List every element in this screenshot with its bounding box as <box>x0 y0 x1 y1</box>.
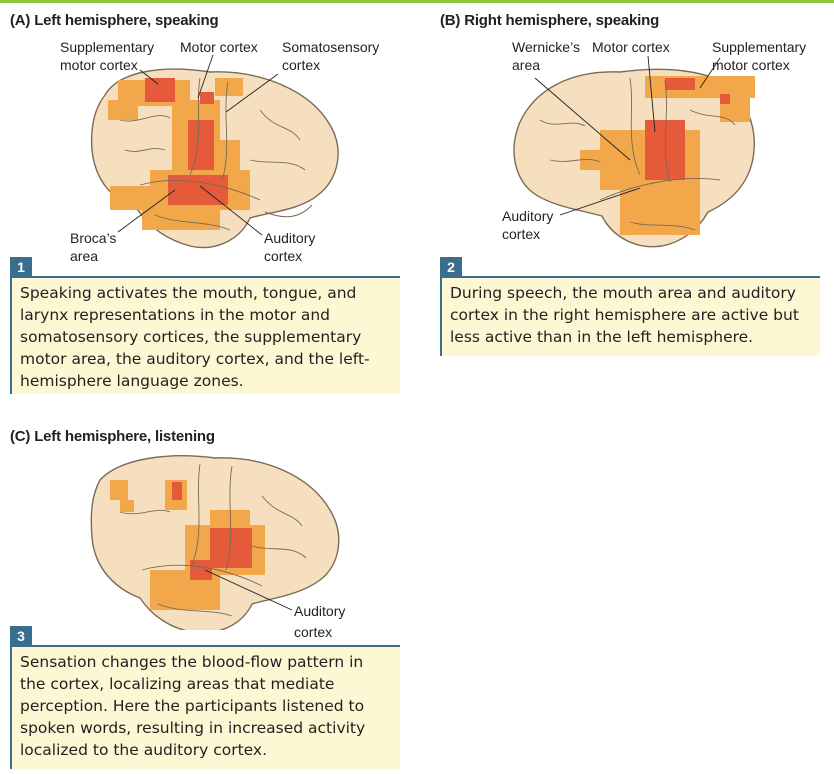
panel-b-brain-figure: Wernicke’s area Motor cortex Supplementa… <box>502 39 806 248</box>
top-rule <box>0 0 834 3</box>
caption-1: Speaking activates the mouth, tongue, an… <box>10 278 400 394</box>
step-rule-2 <box>440 276 820 278</box>
brain-c-sulci <box>119 463 307 617</box>
label-auditory-a: Auditory <box>264 230 315 246</box>
step-badge-2: 2 <box>440 257 462 277</box>
panel-c: (C) Left hemisphere, listening <box>0 420 420 774</box>
label-wernicke-b-2: area <box>512 57 540 73</box>
step-rule-3 <box>10 645 400 647</box>
label-broca-a-2: area <box>70 248 98 264</box>
brain-c-leader-lines <box>204 569 293 611</box>
panel-a: (A) Left hemisphere, speaking <box>0 0 420 400</box>
label-auditory-b-2: cortex <box>502 226 540 242</box>
label-motor-cortex-a: Motor cortex <box>180 39 258 55</box>
label-motor-cortex-b: Motor cortex <box>592 39 670 55</box>
panel-a-title: (A) Left hemisphere, speaking <box>10 12 219 29</box>
label-auditory-a-2: cortex <box>264 248 302 264</box>
caption-2: During speech, the mouth area and audito… <box>440 278 820 356</box>
brain-a-leader-lines <box>117 54 279 236</box>
label-supplementary-motor-b-2: motor cortex <box>712 57 790 73</box>
caption-3: Sensation changes the blood-flow pattern… <box>10 647 400 769</box>
step-rule-1 <box>10 276 400 278</box>
step-badge-1: 1 <box>10 257 32 277</box>
panel-a-brain-figure: Supplementary motor cortex Motor cortex … <box>60 39 379 264</box>
label-auditory-b: Auditory <box>502 208 553 224</box>
label-somatosensory-a-2: cortex <box>282 57 320 73</box>
panel-c-brain-figure: Auditory <box>90 455 345 630</box>
label-auditory-c: Auditory <box>294 603 345 619</box>
step-badge-3: 3 <box>10 626 32 646</box>
brain-a-cerebellum <box>264 204 313 218</box>
label-wernicke-b: Wernicke’s <box>512 39 580 55</box>
label-broca-a: Broca’s <box>70 230 116 246</box>
label-somatosensory-a: Somatosensory <box>282 39 379 55</box>
brain-b-leader-lines <box>534 55 721 216</box>
panel-b-title: (B) Right hemisphere, speaking <box>440 12 660 29</box>
brain-b-sulci <box>539 77 736 231</box>
panel-c-title: (C) Left hemisphere, listening <box>10 428 215 445</box>
label-auditory-c-2: cortex <box>294 624 333 640</box>
label-supplementary-motor-b: Supplementary <box>712 39 806 55</box>
label-supplementary-motor-a-2: motor cortex <box>60 57 138 73</box>
label-supplementary-motor-a: Supplementary <box>60 39 154 55</box>
panel-b: (B) Right hemisphere, speaking <box>430 0 834 400</box>
brain-a-sulci <box>119 77 306 231</box>
